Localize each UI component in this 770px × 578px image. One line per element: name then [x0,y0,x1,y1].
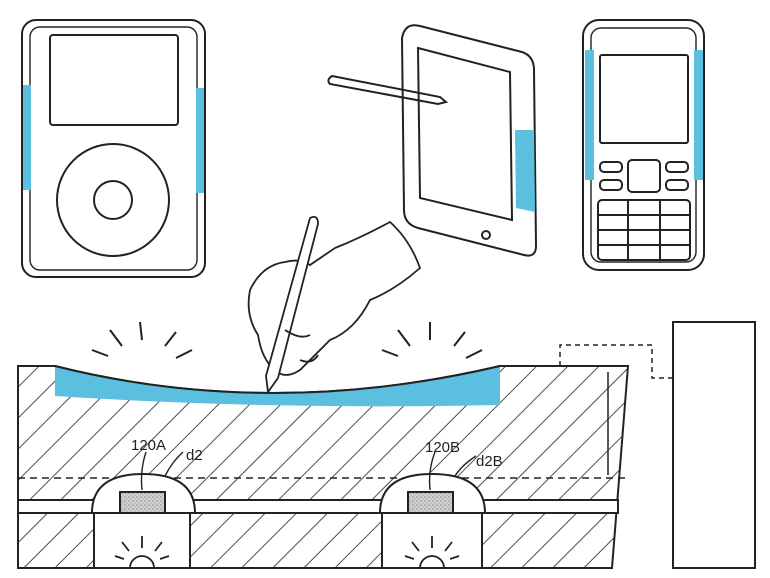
sparkle-lines-right [381,322,483,359]
label-120a: 120A [131,437,166,454]
sensor-120b [407,491,454,514]
touch-strip-left [23,85,31,190]
stylus-icon [327,74,449,106]
touch-strip-side [515,130,535,212]
tablet-device [327,24,538,257]
light-source-icon [114,536,170,569]
sparkle-lines-left [91,321,193,359]
label-d2: d2 [186,447,203,464]
label-120b: 120B [425,439,460,456]
sensor-120a [119,491,166,514]
light-source-icon [404,536,460,569]
flexible-surface-highlight [55,366,500,407]
leader-lines [140,451,477,491]
cross-section [17,365,630,569]
label-d2b: d2B [476,453,503,470]
hand-with-pen [247,215,422,395]
media-player-device [21,19,206,278]
controller-box [672,321,756,569]
mobile-phone-device [582,19,705,271]
touch-strip-right [196,88,204,193]
dashed-connector [559,344,673,379]
